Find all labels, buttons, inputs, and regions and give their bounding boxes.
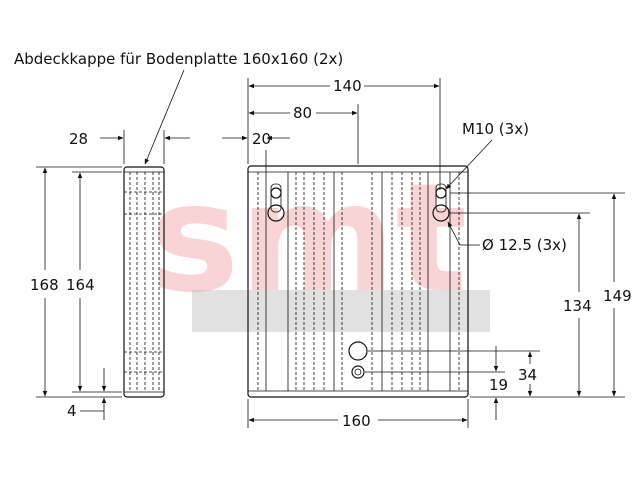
- dim-134-label: 134: [563, 297, 592, 315]
- part-title-leader: [144, 69, 185, 165]
- side-dimensions: 28 168 164 4: [30, 130, 190, 420]
- side-view: [123, 166, 165, 398]
- front-view-outline: [247, 165, 469, 398]
- dim-160-label: 160: [342, 412, 371, 430]
- watermark: smt: [150, 152, 490, 332]
- dim-168-label: 168: [30, 276, 59, 294]
- thread-callout-label: M10 (3x): [462, 120, 529, 138]
- dim-149-label: 149: [603, 287, 632, 305]
- dim-20-label: 20: [252, 130, 271, 148]
- front-top-dimensions: 140 80 20: [222, 77, 441, 190]
- watermark-bar: [192, 290, 490, 332]
- side-view-outline: [123, 166, 165, 398]
- dim-19-label: 19: [489, 376, 508, 394]
- dim-28-label: 28: [69, 130, 88, 148]
- front-right-dimensions: 149 134 34 19: [365, 192, 632, 420]
- right-slot: [435, 183, 447, 213]
- part-title-callout: Abdeckkappe für Bodenplatte 160x160 (2x): [14, 50, 343, 165]
- front-view: [247, 165, 469, 398]
- center-thread-core: [354, 368, 362, 376]
- front-bottom-dimension: 160: [247, 399, 469, 430]
- dim-80-label: 80: [293, 104, 312, 122]
- thread-callout-leader: [445, 139, 493, 190]
- dim-140-label: 140: [333, 77, 362, 95]
- center-bore-hole: [348, 341, 368, 361]
- left-thread-hole: [270, 187, 282, 199]
- dim-34-label: 34: [518, 366, 537, 384]
- bore-callout-leader: [447, 221, 480, 246]
- watermark-text: smt: [150, 152, 467, 326]
- hole-callouts: M10 (3x) Ø 12.5 (3x): [445, 120, 567, 254]
- right-thread-hole: [435, 187, 447, 199]
- center-thread-hole: [351, 365, 365, 379]
- dim-164-label: 164: [66, 276, 95, 294]
- part-title-label: Abdeckkappe für Bodenplatte 160x160 (2x): [14, 50, 343, 68]
- bore-callout-label: Ø 12.5 (3x): [482, 236, 567, 254]
- left-slot: [270, 183, 282, 213]
- left-bore-hole: [267, 204, 285, 222]
- right-bore-hole: [432, 204, 450, 222]
- dim-4-label: 4: [67, 402, 77, 420]
